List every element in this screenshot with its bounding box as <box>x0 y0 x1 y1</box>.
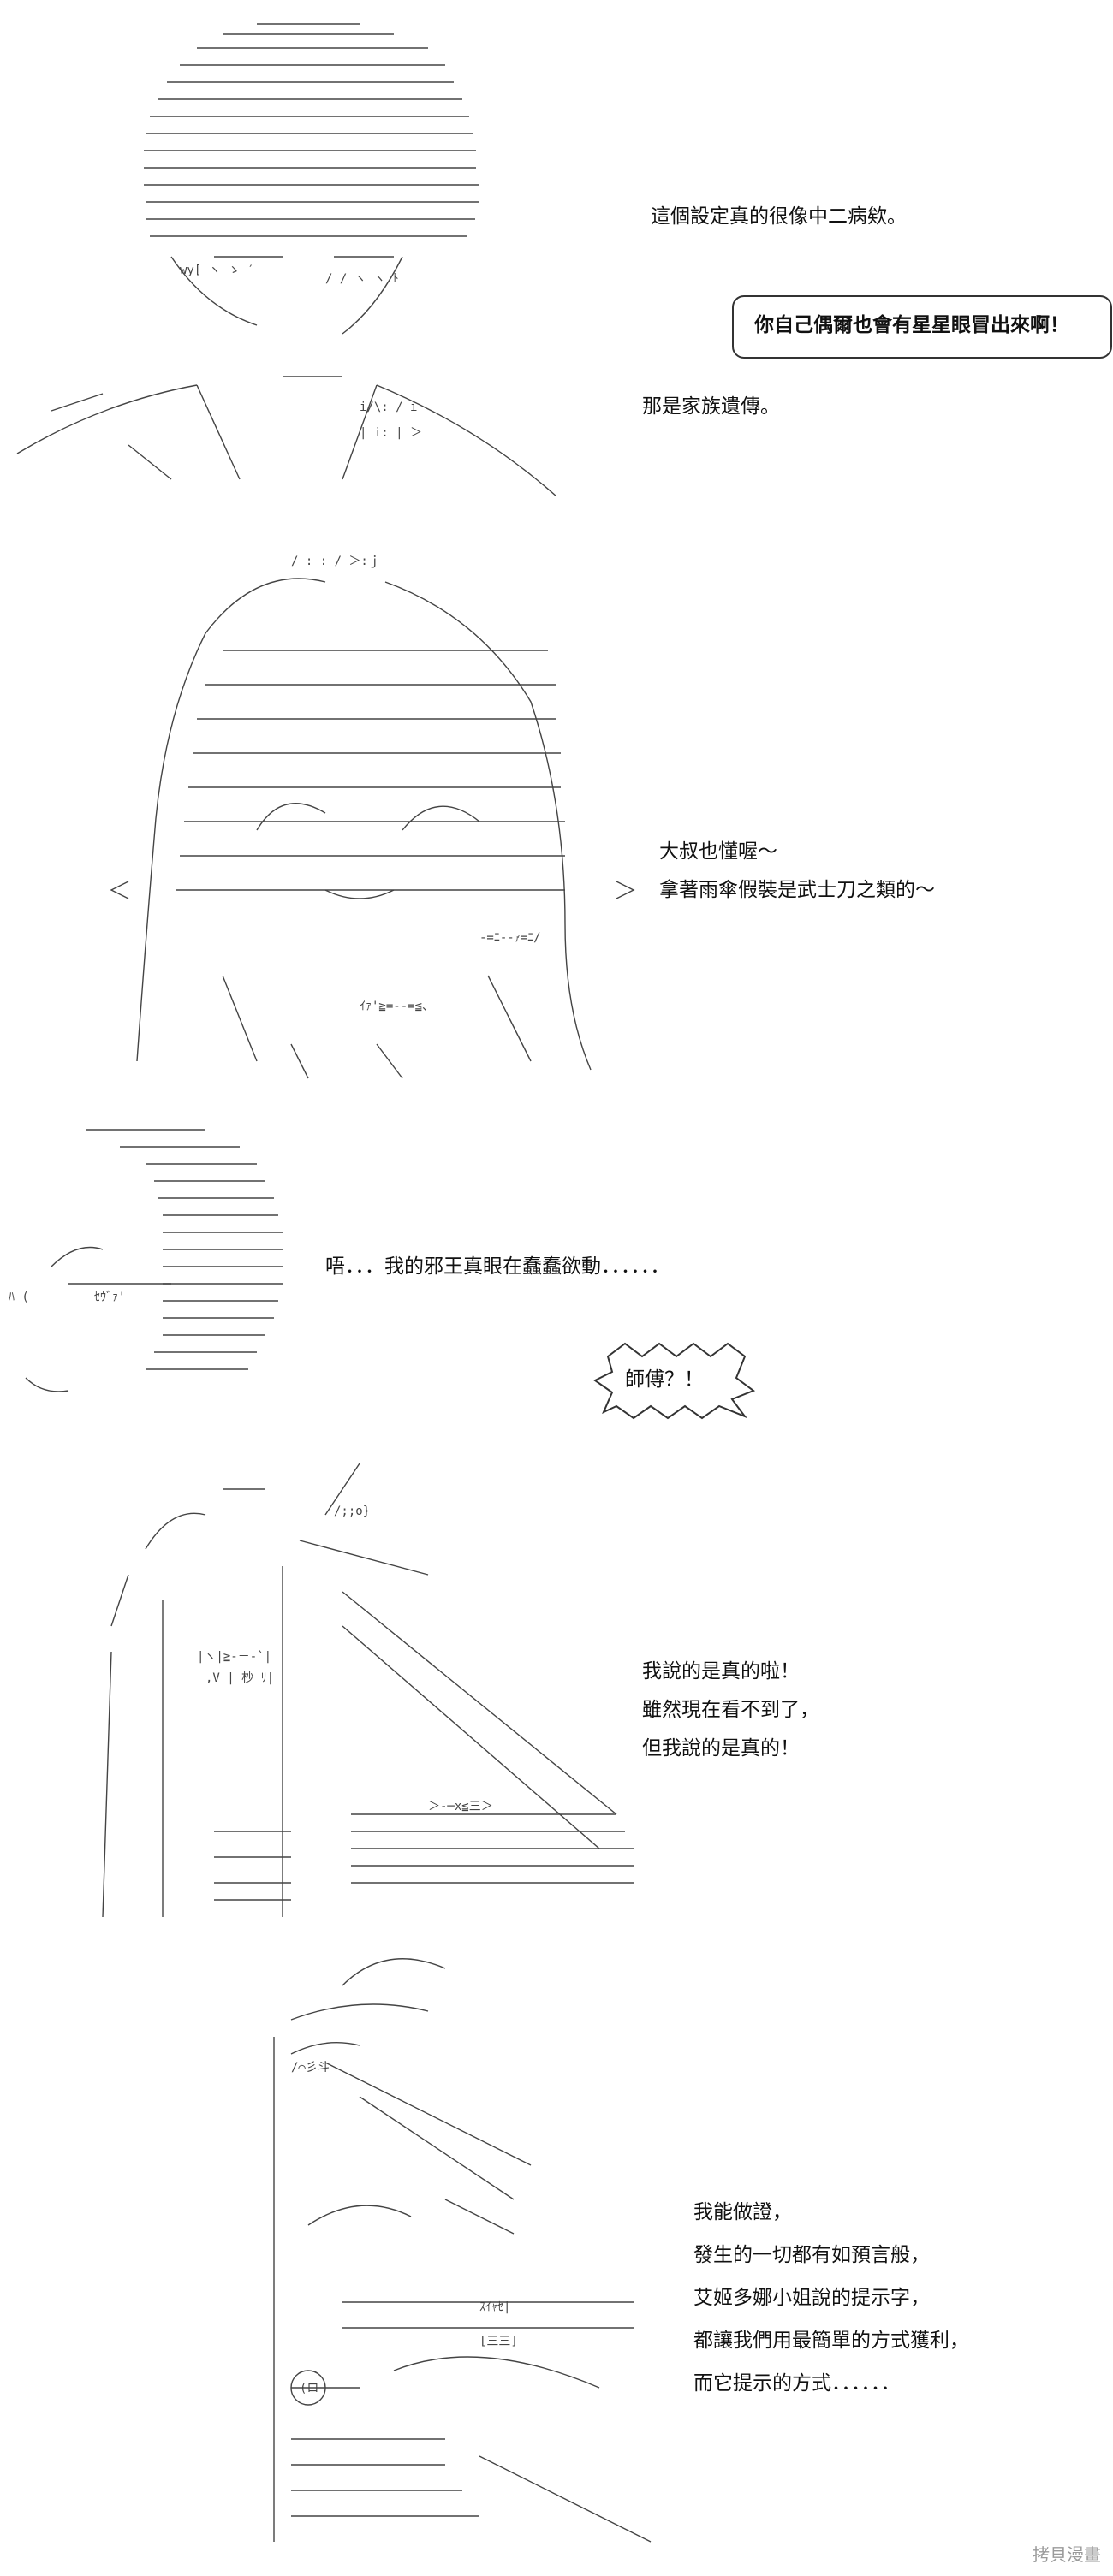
svg-text:i/\: / i: i/\: / i <box>360 401 417 414</box>
svg-text:[三三]: [三三] <box>479 2335 518 2348</box>
dialogue-line: 我能做證， <box>693 2201 792 2223</box>
svg-text:ｽｲｬｾ|: ｽｲｬｾ| <box>479 2300 510 2314</box>
dialogue-line: 那是家族遺傳。 <box>642 395 780 418</box>
svg-text:ｲｧ'≧=--=≦、: ｲｧ'≧=--=≦、 <box>360 1000 434 1013</box>
dialogue-line: 大叔也懂喔～ <box>659 840 777 863</box>
panel-5: /⌒彡斗 ｽｲｬｾ| [三三] (ロ 我能做證， 發生的一切都有如預言般， 艾姬… <box>0 1943 1113 2576</box>
svg-text:/⌒彡斗: /⌒彡斗 <box>291 2061 330 2074</box>
panel-1: wy[ ヽ ゝ ′ / / ヽ ヽ ﾄ i/\: / i | i: | ＞ 這個… <box>0 0 1113 513</box>
ascii-art-character-pointing: /;;o} |ヽ|≧-－-`| ,V | 杪 ﾘ| ＞‐─x≦三＞ <box>0 1455 651 1934</box>
panel-3: ﾊ ( ｾｳﾞｧ' 唔．．．我的邪王真眼在蠢蠢欲動．．．．．． 師傅？！ <box>0 1104 1113 1446</box>
svg-text:| i: | ＞: | i: | ＞ <box>360 426 422 440</box>
ascii-art-character-girl: / : : / ＞:ｊ ｲｧ'≧=--=≦、 -=ﾆ--ｧ=ﾆ/ <box>0 531 651 1087</box>
dialogue-line: 這個設定真的很像中二病欸。 <box>651 205 907 228</box>
svg-text:＞‐─x≦三＞: ＞‐─x≦三＞ <box>428 1800 493 1813</box>
svg-text:-=ﾆ--ｧ=ﾆ/: -=ﾆ--ｧ=ﾆ/ <box>479 931 541 945</box>
svg-text:ｾｳﾞｧ': ｾｳﾞｧ' <box>94 1291 125 1304</box>
svg-text:/;;o}: /;;o} <box>334 1505 370 1518</box>
panel-4: /;;o} |ヽ|≧-－-`| ,V | 杪 ﾘ| ＞‐─x≦三＞ 我說的是真的… <box>0 1455 1113 1934</box>
speech-bubble-text: 你自己偶爾也會有星星眼冒出來啊！ <box>754 314 1069 336</box>
dialogue-line: 拿著雨傘假裝是武士刀之類的～ <box>659 879 935 901</box>
dialogue-line: 但我說的是真的！ <box>642 1737 800 1760</box>
svg-text:|ヽ|≧-－-`|: |ヽ|≧-－-`| <box>197 1650 271 1664</box>
svg-text:(ロ: (ロ <box>300 2382 318 2395</box>
panel-2: / : : / ＞:ｊ ｲｧ'≧=--=≦、 -=ﾆ--ｧ=ﾆ/ 大叔也懂喔～ … <box>0 531 1113 1087</box>
ascii-art-character-covering-eye: ﾊ ( ｾｳﾞｧ' <box>0 1104 342 1446</box>
dialogue-line: 都讓我們用最簡單的方式獲利， <box>693 2330 969 2352</box>
dialogue-line: 雖然現在看不到了， <box>642 1699 819 1721</box>
dialogue-line: 我說的是真的啦！ <box>642 1660 800 1683</box>
dialogue-line: 艾姬多娜小姐說的提示字， <box>693 2287 930 2309</box>
ascii-art-character-armored: /⌒彡斗 ｽｲｬｾ| [三三] (ロ <box>0 1943 668 2559</box>
watermark: 拷貝漫畫 <box>1033 2544 1101 2565</box>
svg-text:/ : : / ＞:ｊ: / : : / ＞:ｊ <box>291 555 380 568</box>
ascii-art-character-cap: wy[ ヽ ゝ ′ / / ヽ ヽ ﾄ i/\: / i | i: | ＞ <box>0 0 599 513</box>
shout-burst-text: 師傅？！ <box>625 1368 704 1391</box>
svg-text:ﾊ (: ﾊ ( <box>9 1291 29 1304</box>
svg-text:,V | 杪 ﾘ|: ,V | 杪 ﾘ| <box>205 1671 274 1685</box>
dialogue-line: 而它提示的方式．．．．．． <box>693 2372 901 2395</box>
svg-text:wy[ ヽ ゝ ′: wy[ ヽ ゝ ′ <box>180 264 254 277</box>
dialogue-line: 唔．．．我的邪王真眼在蠢蠢欲動．．．．．． <box>325 1255 670 1278</box>
dialogue-line: 發生的一切都有如預言般， <box>693 2244 930 2266</box>
shout-burst: 師傅？！ <box>591 1339 762 1421</box>
svg-text:/ / ヽ ヽ ﾄ: / / ヽ ヽ ﾄ <box>325 272 399 286</box>
speech-bubble: 你自己偶爾也會有星星眼冒出來啊！ <box>732 295 1112 359</box>
